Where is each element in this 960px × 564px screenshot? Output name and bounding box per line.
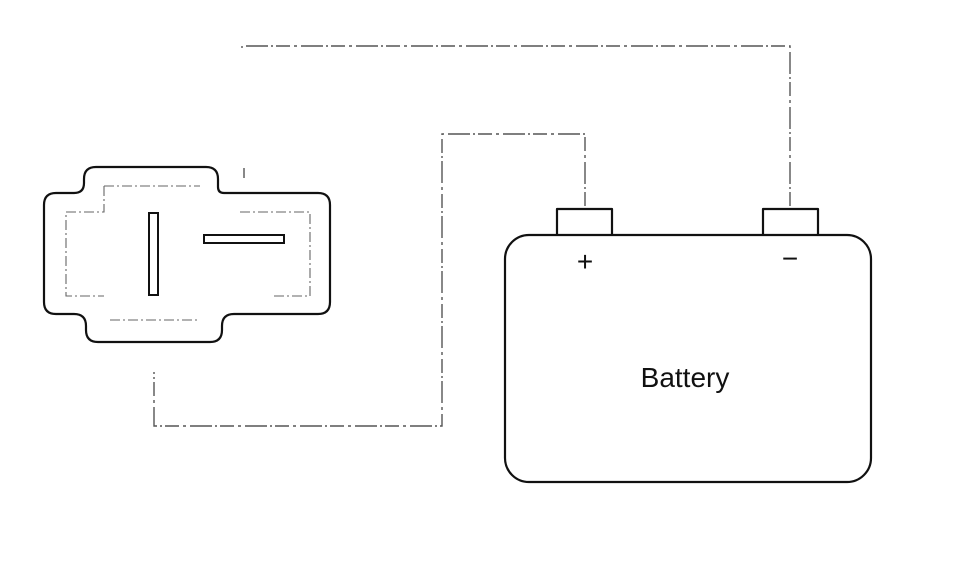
positive-wire: [153, 133, 586, 427]
battery-label: Battery: [641, 362, 730, 393]
connector-inner-outline: [65, 185, 311, 321]
negative-terminal-label: −: [782, 243, 798, 274]
battery-body: [503, 233, 873, 484]
vertical-blade: [148, 212, 159, 296]
connector: [42, 165, 332, 344]
battery: + − Battery: [503, 207, 873, 484]
positive-terminal-label: +: [577, 246, 593, 277]
connector-body: [42, 165, 332, 344]
negative-wire: [241, 45, 791, 206]
horizontal-blade: [203, 234, 285, 244]
